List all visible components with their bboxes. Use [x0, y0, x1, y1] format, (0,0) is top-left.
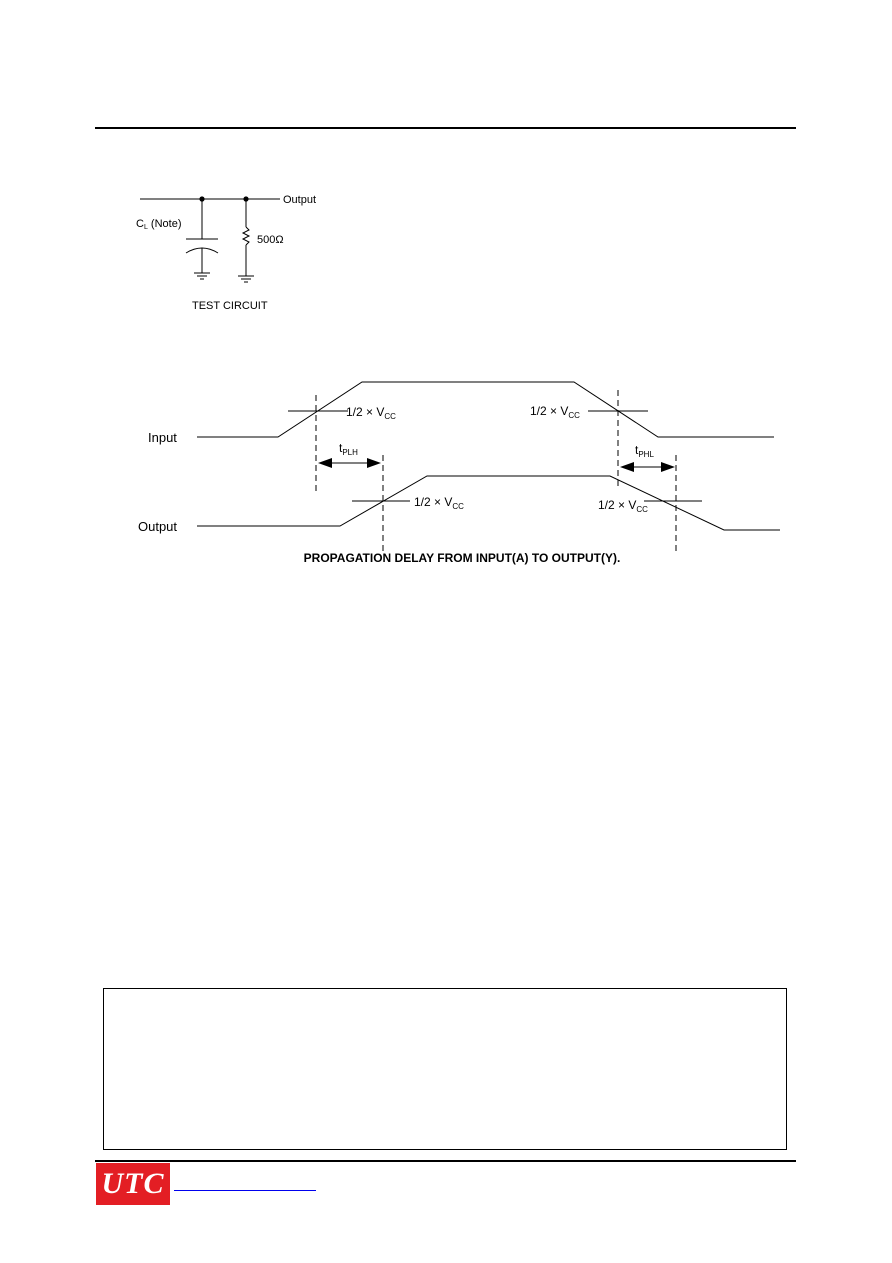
half-vcc-label-3: 1/2 × VCC: [414, 495, 464, 511]
test-circuit-diagram: Output CL (Note) 500Ω TEST CIRCUIT: [136, 194, 316, 312]
half-vcc-label-4: 1/2 × VCC: [598, 498, 648, 514]
half-vcc-label-2: 1/2 × VCC: [530, 404, 580, 420]
utc-logo-text: UTC: [101, 1167, 165, 1200]
junction-dot-2: [243, 196, 249, 202]
tphl-arrow-right: [661, 462, 675, 472]
output-label: Output: [283, 194, 316, 206]
input-label: Input: [148, 430, 177, 445]
timing-caption: PROPAGATION DELAY FROM INPUT(A) TO OUTPU…: [304, 551, 621, 565]
footer-rule: [95, 1160, 796, 1162]
header-rule: [95, 127, 796, 129]
cap-label: CL (Note): [136, 218, 181, 231]
test-circuit-title: TEST CIRCUIT: [192, 300, 268, 312]
utc-logo: UTC: [96, 1163, 170, 1205]
resistor-label: 500Ω: [257, 234, 284, 246]
input-waveform: [197, 381, 774, 438]
website-link-underline[interactable]: [174, 1190, 316, 1191]
tphl-label: tPHL: [635, 443, 654, 459]
note-box: [103, 988, 787, 1150]
tplh-label: tPLH: [339, 441, 358, 457]
half-vcc-label-1: 1/2 × VCC: [346, 405, 396, 421]
resistor-zigzag: [241, 226, 251, 246]
output-label: Output: [138, 519, 177, 534]
propagation-delay-diagram: Input Output 1/2 × VCC 1/2 × VCC 1/2 × V…: [138, 381, 780, 565]
tplh-arrow-right: [367, 458, 381, 468]
tplh-arrow-left: [318, 458, 332, 468]
output-waveform: [197, 475, 780, 531]
tphl-arrow-left: [620, 462, 634, 472]
junction-dot-1: [199, 196, 205, 202]
